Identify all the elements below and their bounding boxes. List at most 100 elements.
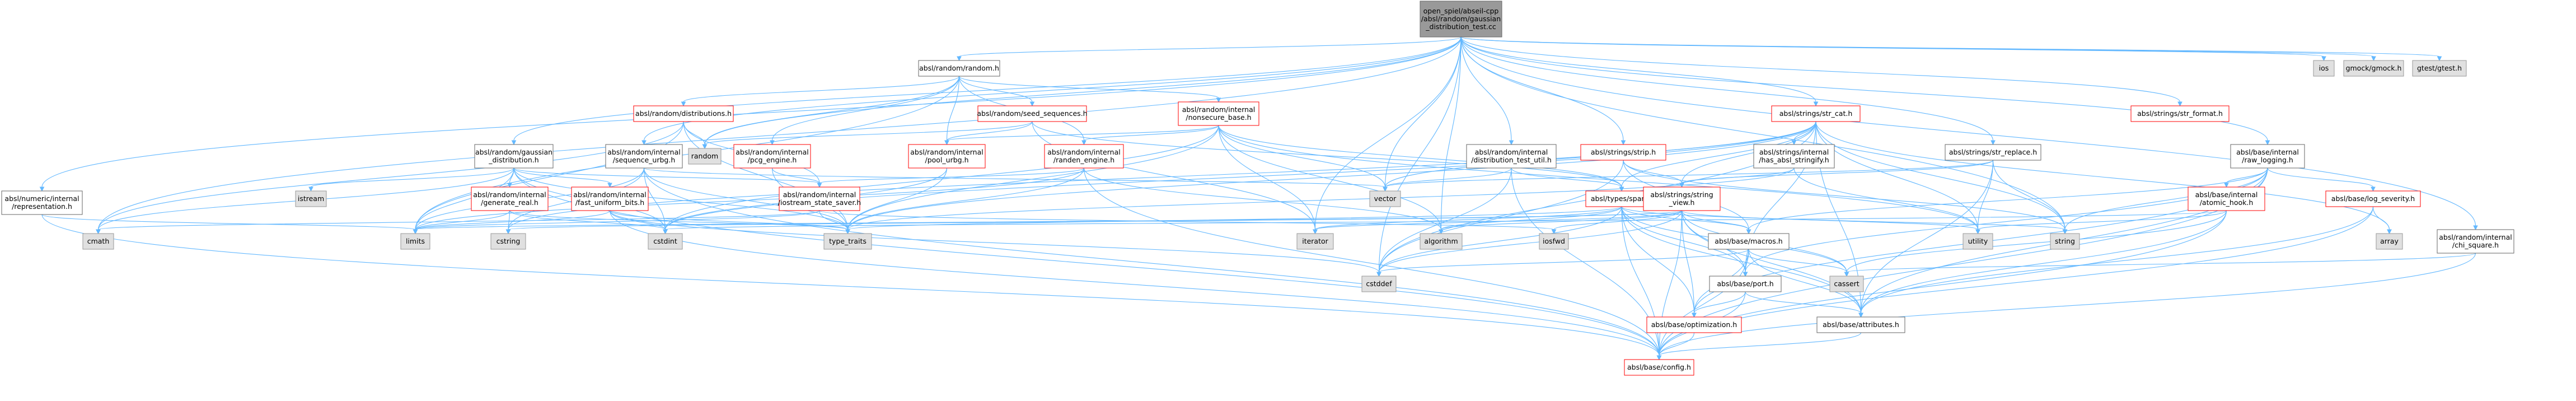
edge-line — [1745, 249, 1749, 273]
node-pool_urbg[interactable]: absl/random/internal/pool_urbg.h — [908, 144, 986, 169]
edge-line — [1815, 121, 1979, 230]
node-pcg_engine[interactable]: absl/random/internal/pcg_engine.h — [733, 144, 811, 169]
node-label-line: absl/strings/str_cat.h — [1779, 109, 1853, 118]
node-gen_real[interactable]: absl/random/internal/generate_real.h — [471, 186, 549, 211]
edge-line — [1693, 291, 1746, 314]
edge-attributes-to-config — [1656, 332, 1862, 361]
edge-line — [1378, 249, 1749, 273]
node-utility[interactable]: utility — [1963, 233, 1993, 250]
node-string[interactable]: string — [2050, 233, 2080, 250]
edge-iostream_saver-to-cmath — [96, 210, 820, 235]
edge-arrowhead — [1844, 272, 1849, 277]
node-base_macros[interactable]: absl/base/macros.h — [1708, 233, 1790, 250]
node-cassert[interactable]: cassert — [1829, 276, 1864, 292]
node-has_stringify[interactable]: absl/strings/internal/has_absl_stringify… — [1753, 144, 1835, 169]
edge-line — [1460, 36, 1512, 141]
edge-line — [1384, 160, 1994, 188]
node-istream[interactable]: istream — [295, 190, 327, 207]
node-box — [1466, 144, 1557, 169]
edge-arrowhead — [1679, 183, 1684, 188]
edge-line — [1621, 206, 1695, 314]
node-string_view[interactable]: absl/strings/string_view.h — [1643, 186, 1721, 211]
edge-arrowhead — [2437, 56, 2442, 62]
edge-pcg_engine-to-iostream_saver — [771, 167, 822, 188]
edge-root-to-str_format — [1460, 36, 2182, 107]
node-label-line: array — [2380, 237, 2399, 245]
edge-arrowhead — [1813, 101, 1819, 107]
node-type_traits[interactable]: type_traits — [823, 233, 872, 250]
node-cstddef[interactable]: cstddef — [1361, 276, 1397, 292]
edge-line — [1748, 249, 1847, 273]
node-label-line: absl/base/internal — [2195, 190, 2258, 199]
node-cstring[interactable]: cstring — [490, 233, 526, 250]
node-label-line: cstdint — [653, 237, 677, 245]
edge-chi_square-to-config — [1656, 253, 2476, 361]
node-label-line: absl/numeric/internal — [4, 194, 79, 203]
node-seed_seq[interactable]: absl/random/seed_sequences.h — [977, 105, 1088, 122]
node-atomic_hook[interactable]: absl/base/internal/atomic_hook.h — [2188, 186, 2265, 211]
node-log_severity[interactable]: absl/base/log_severity.h — [2325, 190, 2421, 207]
node-fast_uniform[interactable]: absl/random/internal/fast_uniform_bits.h — [571, 186, 649, 211]
node-array[interactable]: array — [2376, 233, 2403, 250]
node-dist_test_util[interactable]: absl/random/internal/distribution_test_u… — [1466, 144, 1557, 169]
edge-line — [513, 167, 1660, 356]
node-dists[interactable]: absl/random/distributions.h — [633, 105, 734, 122]
node-iosfwd[interactable]: iosfwd — [1539, 233, 1569, 250]
edge-line — [1748, 249, 1862, 314]
edge-line — [847, 206, 1622, 230]
edge-seed_seq-to-iterator — [1032, 121, 1318, 235]
node-optimization[interactable]: absl/base/optimization.h — [1646, 316, 1742, 333]
node-numeric_repr[interactable]: absl/numeric/internal/representation.h — [1, 190, 83, 215]
node-randen_engine[interactable]: absl/random/internal/randen_engine.h — [1044, 144, 1124, 169]
edge-arrowhead — [1313, 229, 1318, 235]
node-attributes[interactable]: absl/base/attributes.h — [1816, 316, 1905, 333]
node-str_format[interactable]: absl/strings/str_format.h — [2130, 105, 2230, 122]
node-gmock[interactable]: gmock/gmock.h — [2343, 60, 2404, 77]
node-limits[interactable]: limits — [400, 233, 430, 250]
edge-line — [819, 210, 1554, 230]
node-random_std[interactable]: random — [688, 148, 722, 165]
edge-arrowhead — [1509, 140, 1514, 146]
edge-arrowhead — [2387, 229, 2392, 235]
edge-line — [1793, 167, 1979, 230]
edge-layer — [39, 36, 2478, 361]
node-str_strip[interactable]: absl/strings/strip.h — [1580, 144, 1666, 161]
edge-line — [415, 121, 684, 230]
node-gaussian[interactable]: absl/random/gaussian_distribution.h — [474, 144, 554, 169]
edge-root-to-str_replace — [1460, 36, 1996, 146]
node-label-line: _distribution_test.cc — [1425, 22, 1496, 31]
node-cstdint[interactable]: cstdint — [648, 233, 683, 250]
edge-arrowhead — [1858, 313, 1863, 318]
node-ios[interactable]: ios — [2313, 60, 2335, 77]
edge-line — [1460, 36, 2440, 57]
node-nonsecure[interactable]: absl/random/internal/nonsecure_base.h — [1178, 101, 1259, 126]
node-chi_square[interactable]: absl/random/internal/chi_square.h — [2437, 229, 2514, 254]
node-gtest[interactable]: gtest/gtest.h — [2412, 60, 2467, 77]
node-vector[interactable]: vector — [1369, 190, 1401, 207]
edge-nonsecure-to-pool_urbg — [944, 125, 1219, 146]
node-iterator[interactable]: iterator — [1296, 233, 1334, 250]
edge-line — [1860, 160, 1994, 314]
node-cmath[interactable]: cmath — [82, 233, 114, 250]
edge-root-to-gtest — [1460, 36, 2442, 62]
edge-line — [1623, 160, 1683, 184]
node-base_port[interactable]: absl/base/port.h — [1709, 276, 1782, 292]
node-random_h[interactable]: absl/random/random.h — [918, 60, 1000, 77]
node-str_replace[interactable]: absl/strings/str_replace.h — [1945, 144, 2041, 161]
edge-arrowhead — [413, 229, 418, 235]
edge-arrowhead — [2265, 140, 2270, 146]
edge-root-to-gaussian — [511, 36, 1462, 146]
node-str_cat[interactable]: absl/strings/str_cat.h — [1771, 105, 1861, 122]
node-label-line: /atomic_hook.h — [2200, 198, 2254, 207]
node-iostream_saver[interactable]: absl/random/internal/iostream_state_save… — [778, 186, 861, 211]
node-raw_logging[interactable]: absl/base/internal/raw_logging.h — [2230, 144, 2305, 169]
edge-line — [1218, 125, 1316, 230]
node-seq_urbg[interactable]: absl/random/internal/sequence_urbg.h — [605, 144, 683, 169]
node-algorithm[interactable]: algorithm — [1420, 233, 1463, 250]
edge-str_replace-to-string_view — [1679, 160, 1994, 188]
edge-arrowhead — [96, 229, 101, 235]
edge-seed_seq-to-pool_urbg — [944, 121, 1033, 146]
node-label-line: absl/strings/str_replace.h — [1949, 148, 2037, 156]
node-config[interactable]: absl/base/config.h — [1624, 359, 1694, 376]
edge-line — [415, 76, 960, 230]
